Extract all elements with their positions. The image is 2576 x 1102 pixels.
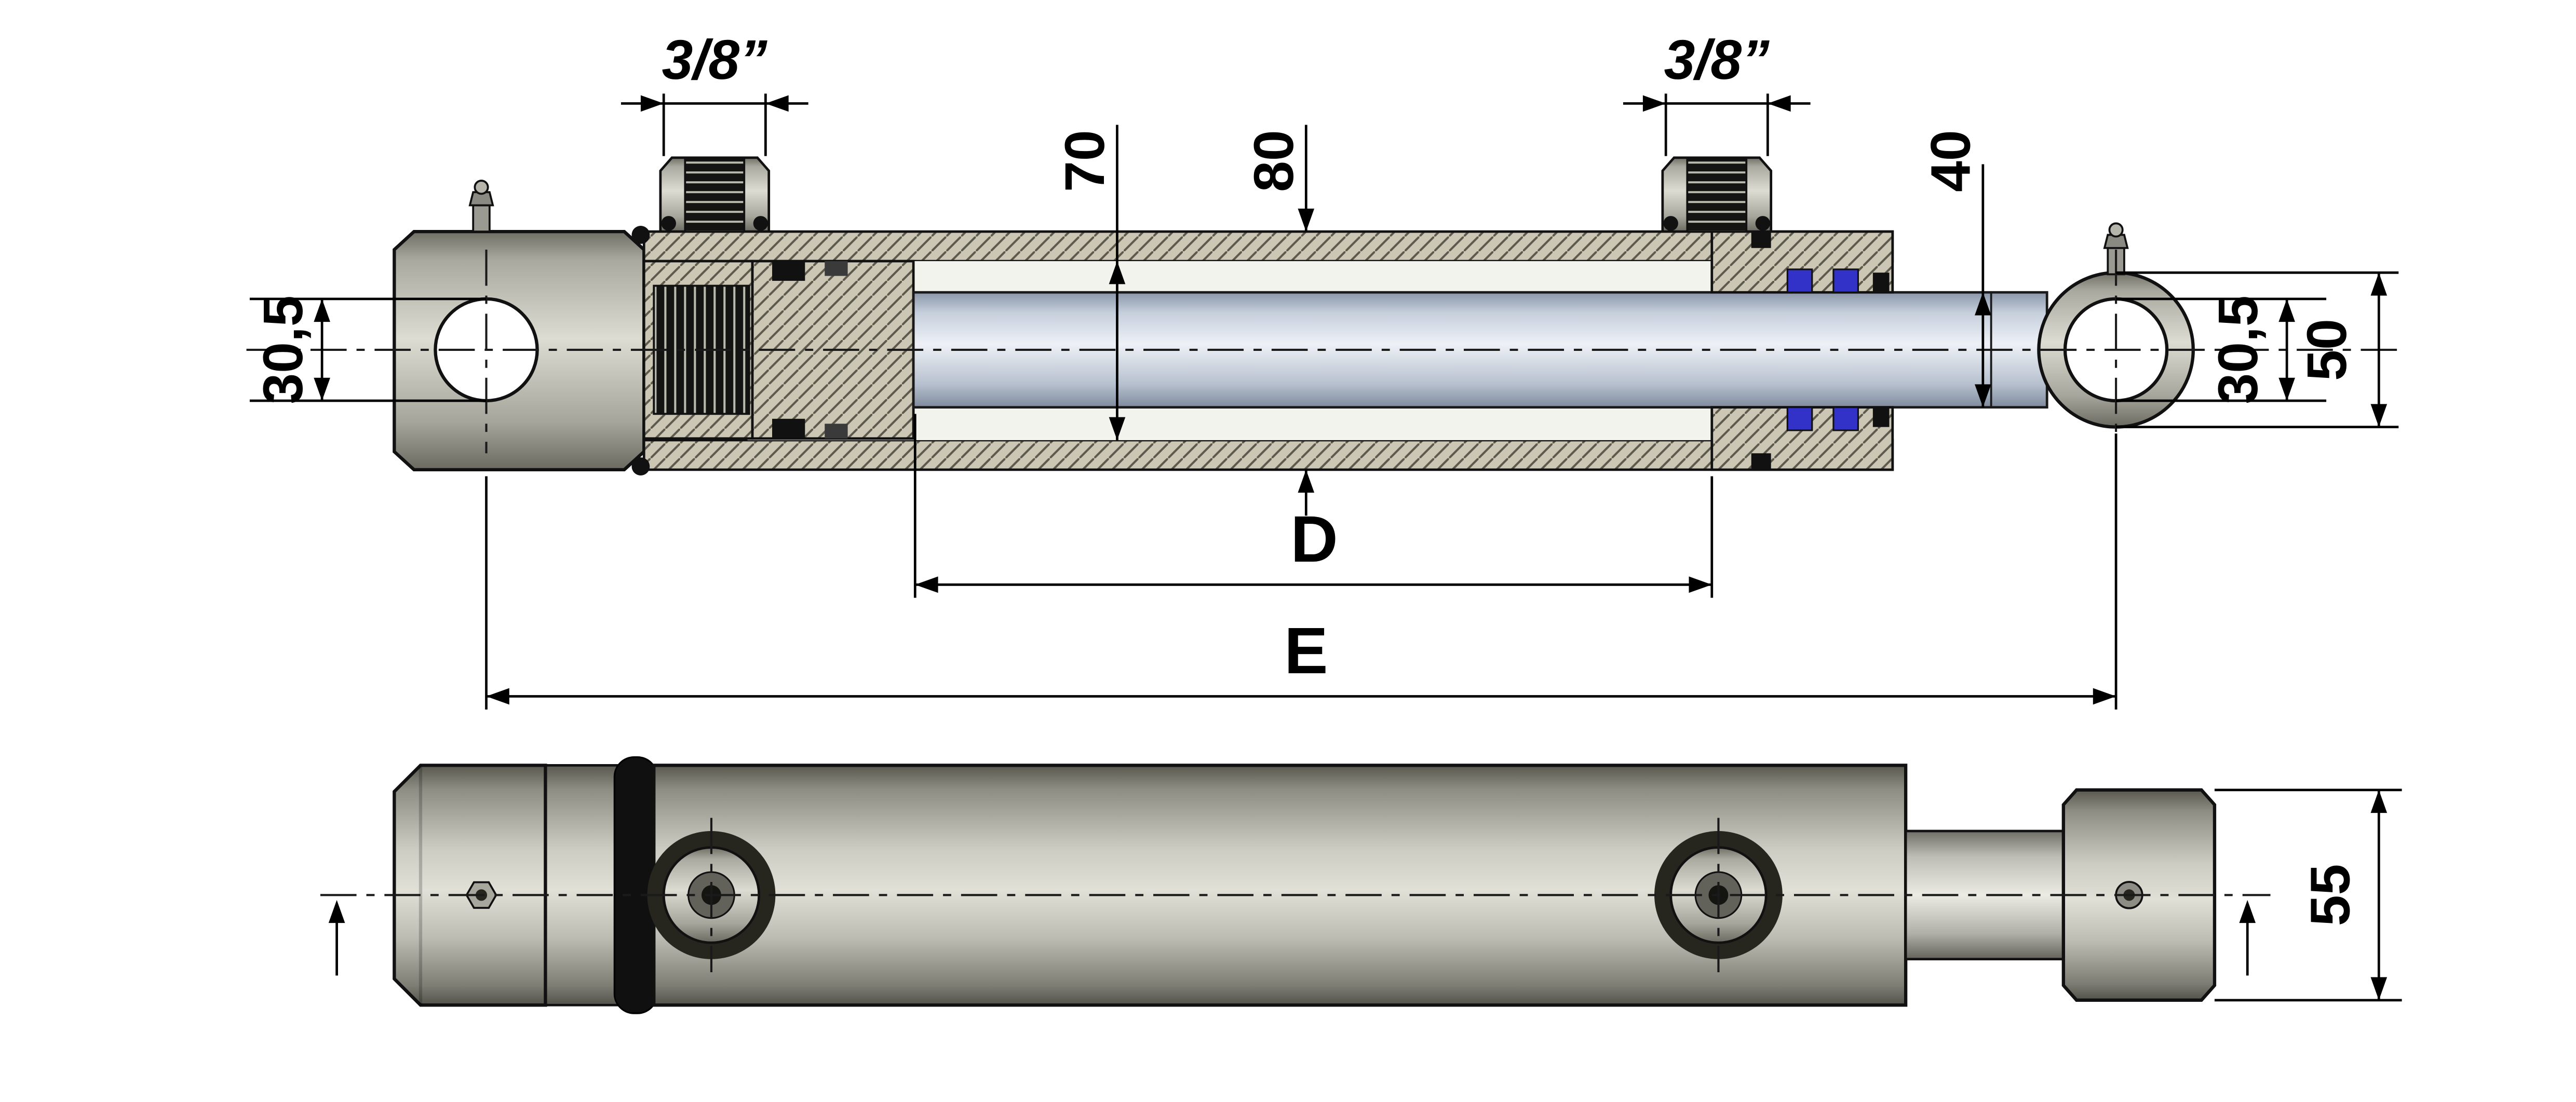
- rear-cap-neck: [541, 764, 619, 1006]
- label-stroke: D: [1290, 502, 1338, 576]
- port-boss-left: [659, 156, 771, 233]
- dim-end-height-55: 55: [2214, 788, 2402, 1002]
- dimensions-top: 3/8” 3/8” 70 80: [249, 29, 2399, 710]
- label-front-eye-outer: 50: [2296, 319, 2358, 381]
- dim-rear-eye: 30,5: [249, 295, 487, 404]
- dim-front-eye-outer: 50: [2116, 271, 2399, 428]
- grease-fitting-rear: [468, 180, 494, 233]
- dim-overall-e: E: [485, 433, 2118, 710]
- label-port-left: 3/8”: [662, 29, 768, 91]
- dim-front-eye: 30,5: [2116, 295, 2327, 404]
- dim-bore-70: 70: [1054, 125, 1126, 440]
- datum-arrow-right: [2239, 900, 2256, 976]
- label-port-right: 3/8”: [1664, 29, 1770, 91]
- label-front-eye-bore: 30,5: [2207, 295, 2269, 404]
- datum-arrow-left: [328, 900, 345, 976]
- label-rear-eye-bore: 30,5: [252, 295, 314, 404]
- dim-stroke-d: D: [913, 414, 1714, 598]
- dim-port-left: 3/8”: [621, 29, 808, 156]
- seal-blue: [1832, 406, 1859, 431]
- grease-fitting-front: [2103, 222, 2129, 276]
- rod-gland: [1710, 230, 1894, 471]
- rear-cap: [393, 764, 547, 1007]
- label-overall-length: E: [1284, 614, 1328, 687]
- external-view: 55: [320, 756, 2402, 1014]
- dim-od-80: 80: [1243, 125, 1315, 516]
- label-end-block-height: 55: [2299, 864, 2361, 927]
- label-bore-diameter: 70: [1054, 130, 1116, 192]
- seal-blue: [1786, 268, 1813, 293]
- seal-blue: [1786, 406, 1813, 431]
- label-outer-diameter: 80: [1243, 130, 1305, 192]
- port-boss-right: [1661, 156, 1773, 233]
- seal-blue: [1832, 268, 1859, 293]
- dim-port-right: 3/8”: [1623, 29, 1811, 156]
- section-view: [246, 156, 2399, 475]
- dim-rod-40: 40: [1920, 130, 1991, 407]
- label-rod-diameter: 40: [1920, 130, 1982, 192]
